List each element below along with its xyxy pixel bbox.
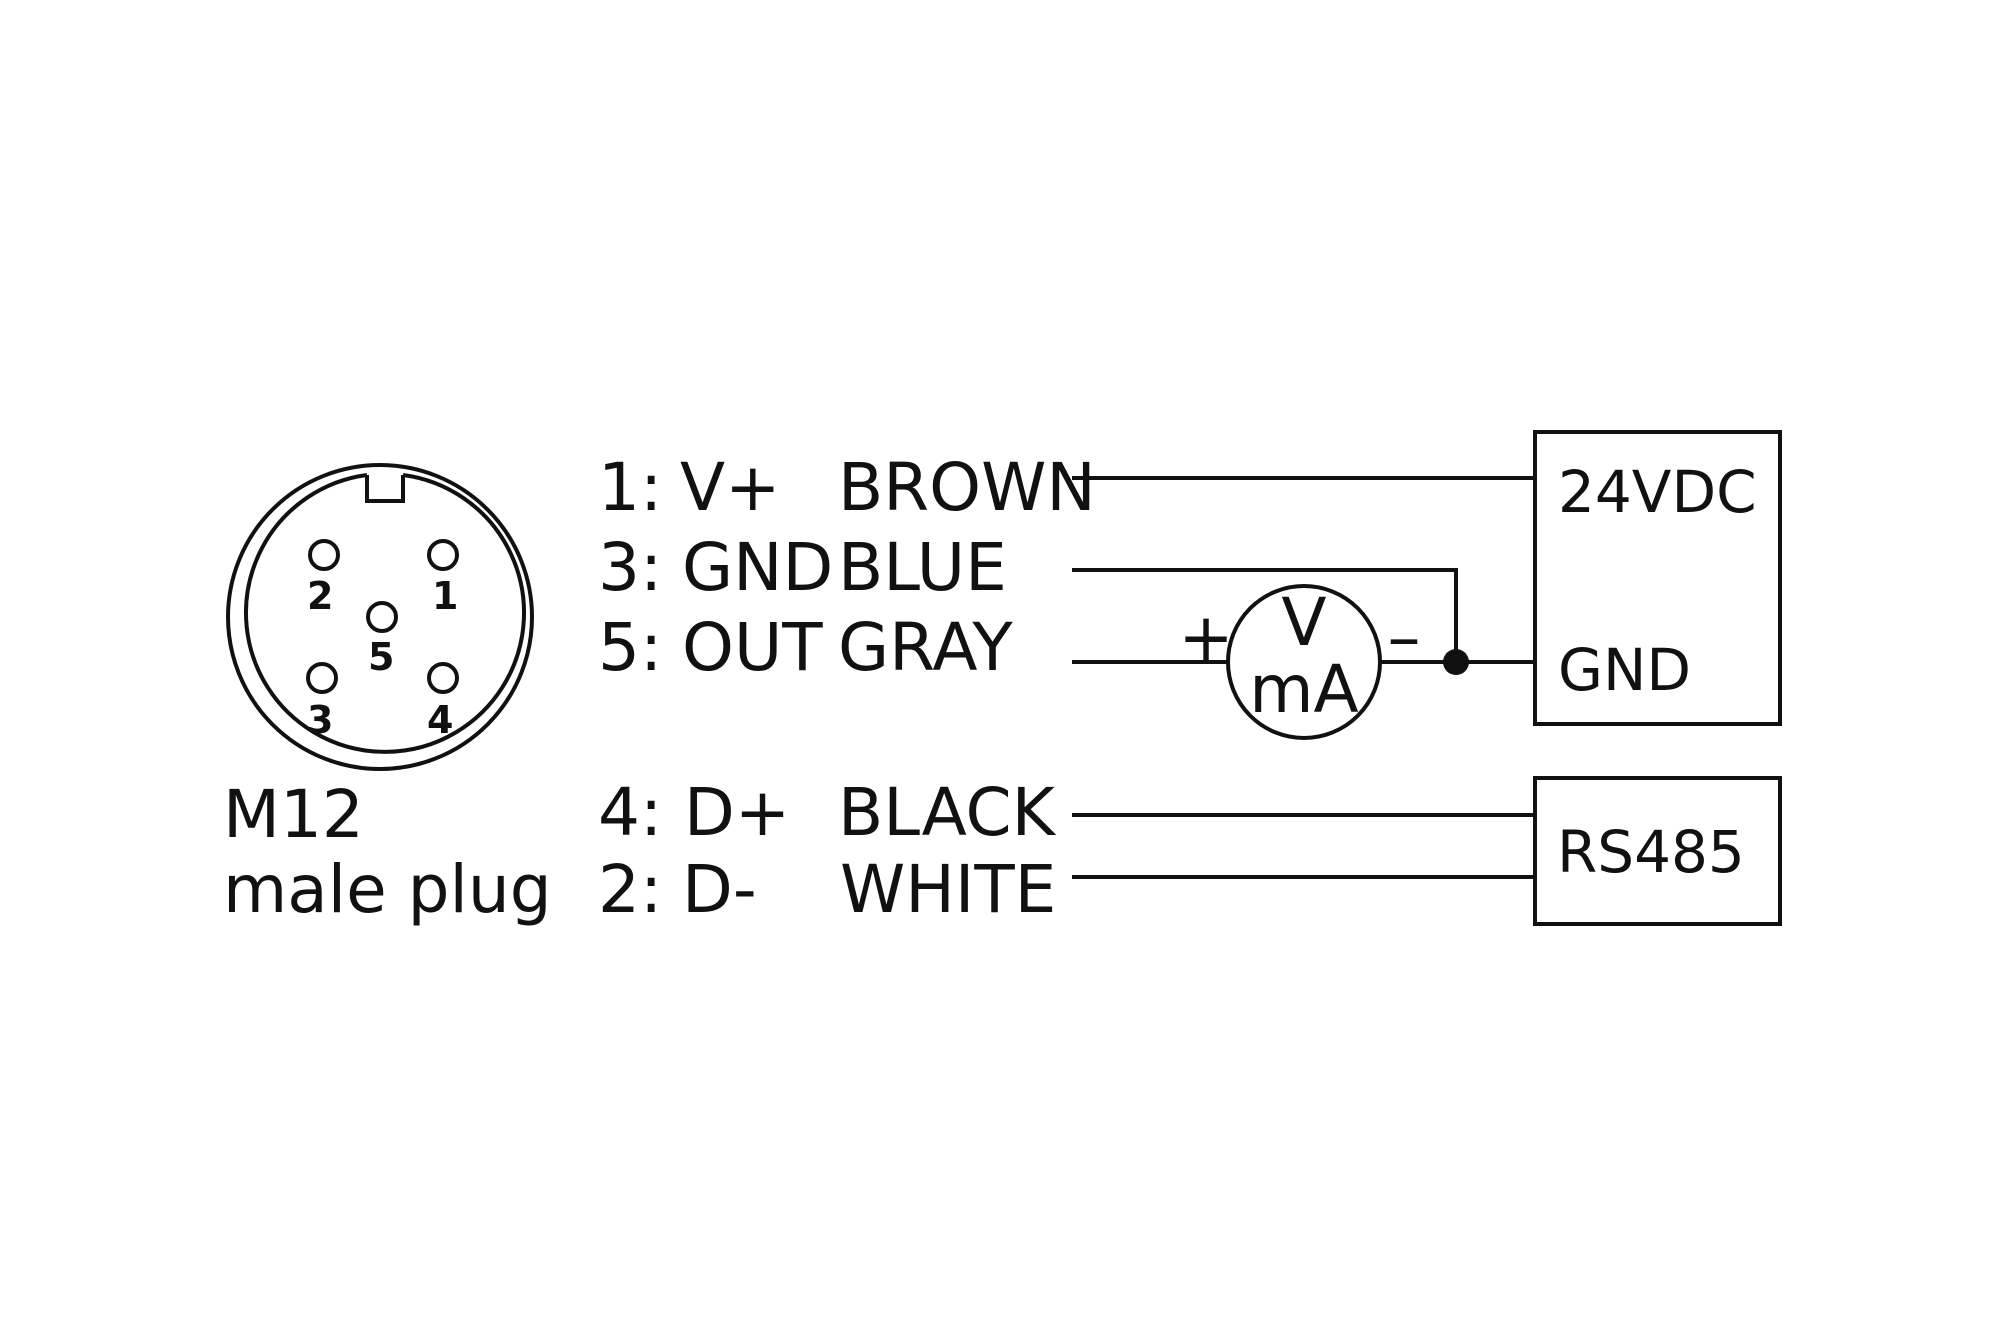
meter-circle	[1226, 584, 1382, 740]
power-supply-gnd-label: GND	[1558, 636, 1691, 704]
pin-socket-4	[427, 662, 459, 694]
wire-color-3: BLUE	[838, 529, 1007, 606]
meter-label-top: V	[1281, 584, 1326, 661]
pin-socket-5	[366, 601, 398, 633]
meter-label-bottom: mA	[1249, 651, 1358, 728]
wire-signal-1: V+	[680, 449, 780, 526]
pin-number-1: 1	[432, 574, 458, 618]
wire-pin-3: 3:	[598, 529, 662, 606]
wires	[1072, 476, 1535, 879]
wire-signal-5: OUT	[682, 609, 823, 686]
power-supply-outline	[1533, 430, 1782, 726]
wire-blue	[1072, 568, 1458, 662]
rs485-label: RS485	[1557, 818, 1745, 886]
wire-pin-5: 5:	[598, 609, 662, 686]
connector-caption-type: M12	[223, 776, 364, 853]
wire-pin-2: 2:	[598, 851, 662, 928]
connector-caption-kind: male plug	[223, 851, 552, 928]
rs485-outline	[1533, 776, 1782, 926]
meter: V mA + –	[1178, 584, 1421, 740]
wire-signal-2: D-	[682, 851, 757, 928]
wire-color-5: GRAY	[838, 609, 1013, 686]
rs485-box: RS485	[1533, 776, 1782, 926]
wire-pin-4: 4:	[598, 774, 662, 851]
power-supply-box: 24VDC GND	[1533, 430, 1782, 726]
pin-number-2: 2	[307, 574, 333, 618]
power-supply-label: 24VDC	[1558, 458, 1757, 526]
meter-minus-sign: –	[1388, 599, 1421, 676]
pin-number-5: 5	[368, 635, 394, 679]
wire-label-table: 1: V+ BROWN 3: GND BLUE 5: OUT GRAY 4: D…	[598, 449, 1096, 928]
pin-number-4: 4	[427, 698, 453, 742]
wire-color-4: BLACK	[838, 774, 1057, 851]
meter-plus-sign: +	[1178, 599, 1233, 676]
wire-pin-1: 1:	[598, 449, 662, 526]
m12-connector: 2 1 5 3 4 M12 male plug	[223, 463, 552, 928]
connector-outer-ring	[226, 463, 534, 771]
pin-socket-3	[306, 662, 338, 694]
wire-signal-4: D+	[684, 774, 790, 851]
junction-node	[1443, 649, 1469, 675]
pin-socket-1	[427, 539, 459, 571]
connector-inner-ring	[244, 473, 526, 754]
wire-color-1: BROWN	[838, 449, 1096, 526]
pin-number-3: 3	[307, 698, 333, 742]
wire-signal-3: GND	[682, 529, 833, 606]
wire-color-2: WHITE	[840, 851, 1056, 928]
connector-key-notch	[365, 475, 405, 503]
pin-socket-2	[308, 539, 340, 571]
